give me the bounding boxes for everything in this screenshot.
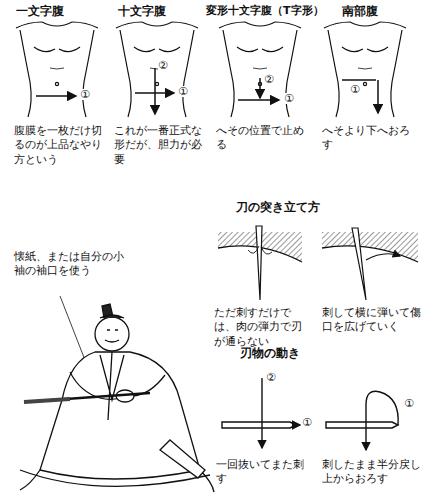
torso	[116, 22, 198, 117]
blade-shape	[326, 422, 398, 428]
callout-number: ②	[264, 74, 274, 85]
motion-arrow	[296, 424, 300, 425]
method-caption: 腹膜を一枚だけ切るのが上品なやり方という	[14, 124, 106, 167]
torso	[324, 22, 406, 117]
cut-arrow	[259, 78, 261, 98]
callout-number: ①	[350, 84, 360, 95]
blade-insertion	[322, 228, 418, 300]
torso	[16, 22, 98, 117]
callout-number: ①	[302, 417, 312, 428]
callout-number: ②	[266, 372, 276, 383]
blade-insertion	[218, 226, 302, 300]
cut-arrow	[377, 80, 379, 113]
note: ただ刺すだけでは、肉の弾力で刃が通らない	[214, 306, 312, 349]
method-heading: 十文字腹	[118, 4, 208, 20]
blade-shape	[222, 422, 296, 428]
callout-number: ①	[178, 86, 188, 97]
note: 刺したまま半分戻し上からおろす	[322, 458, 422, 487]
section-heading: 刀の突き立て方	[236, 200, 366, 216]
method-heading: 南部腹	[342, 4, 422, 20]
cut-arrow	[154, 68, 156, 114]
note: 懐紙、または自分の小袖の袖口を使う	[14, 250, 124, 279]
cut-line	[342, 79, 376, 81]
callout-number: ①	[80, 89, 90, 100]
note: 刺して横に弾いて傷口を広げていく	[322, 306, 422, 335]
method-caption: へそより下へおろす	[322, 124, 417, 153]
samurai-figure	[20, 296, 214, 492]
method-caption: これが一番正式な形だが、胆力が必要	[114, 124, 206, 167]
section-heading: 刃物の動き	[240, 346, 360, 362]
callout-number: ②	[158, 60, 168, 71]
cut-arrow	[238, 99, 279, 101]
callout-number: ①	[404, 398, 414, 409]
motion-arrow	[366, 391, 398, 450]
note: 一回抜いてまた刺す	[216, 458, 311, 487]
motion-arrow	[261, 378, 262, 448]
torso	[219, 22, 301, 117]
method-heading: 一文字腹	[16, 4, 106, 20]
method-heading: 変形十文字腹（T字形）	[206, 4, 331, 18]
cut-arrow	[36, 95, 76, 97]
callout-number: ①	[284, 93, 294, 104]
method-caption: へその位置で止める	[216, 124, 311, 153]
